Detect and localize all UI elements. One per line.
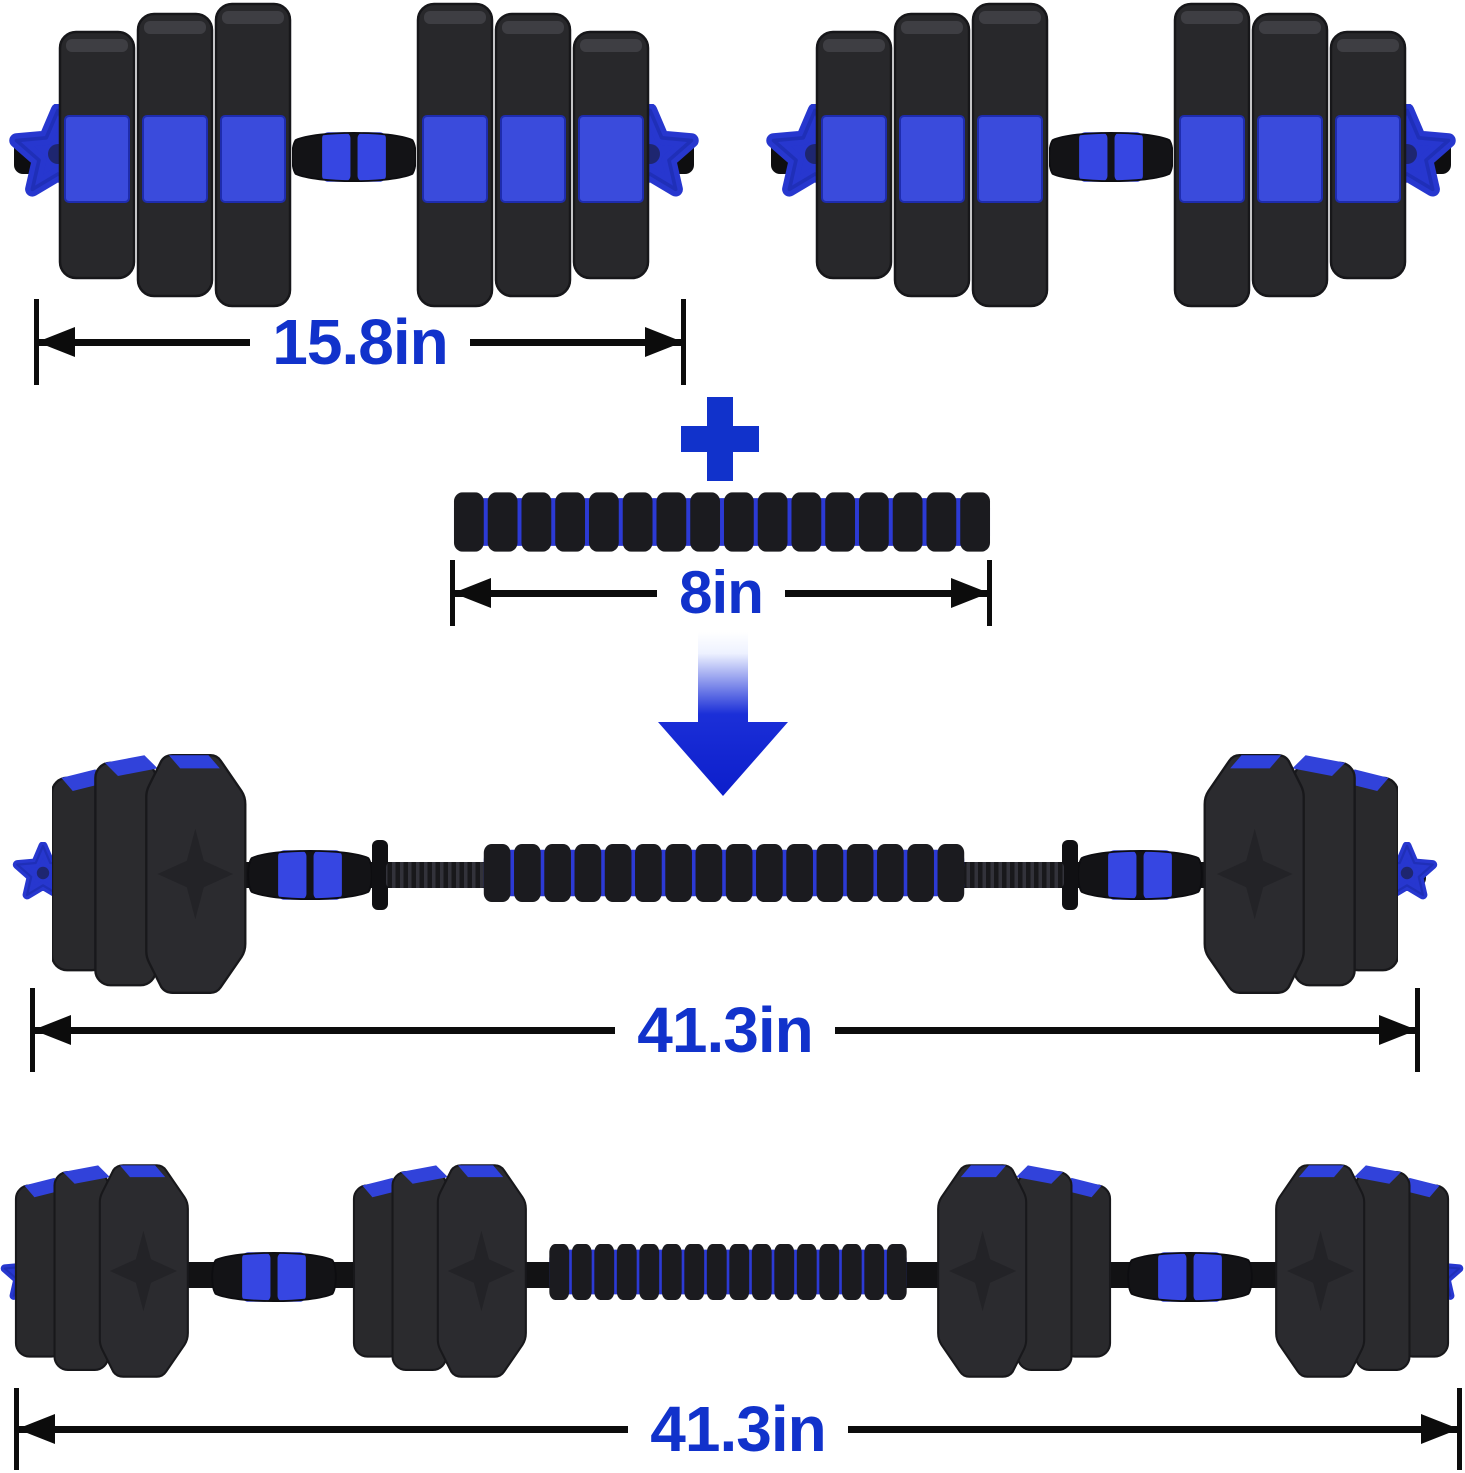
- plus-icon: [681, 397, 759, 481]
- dumbbell-right-figure: [765, 2, 1457, 308]
- dimension-label-dumbbell: 15.8in: [272, 306, 448, 378]
- dumbbell-left-figure: [8, 2, 700, 308]
- plus-horizontal-bar: [681, 426, 759, 452]
- dimension-arrow-left: [455, 589, 658, 597]
- dimension-endbar-right: [1457, 1388, 1462, 1470]
- dimension-arrow-left: [35, 1026, 616, 1034]
- barbell-left-half: [17, 753, 486, 995]
- dimension-connector-width: 8in: [450, 559, 993, 626]
- dimension-arrow-right: [847, 1425, 1457, 1433]
- dimension-arrow-right: [834, 1026, 1415, 1034]
- barbell2-left-half: [5, 1164, 527, 1378]
- dimension-label-barbell: 41.3in: [637, 994, 813, 1066]
- dimension-endbar-right: [681, 299, 686, 385]
- barbell-right-half: [964, 753, 1433, 995]
- dimension-endbar-right: [1415, 988, 1420, 1072]
- barbell-figure: [0, 753, 1465, 995]
- connector-bar-figure: [452, 492, 992, 552]
- dimension-label-connector: 8in: [679, 559, 764, 626]
- dimension-endbar-right: [987, 560, 993, 626]
- dimension-arrow-right: [784, 589, 988, 597]
- dimension-dumbbell-width: 15.8in: [34, 299, 686, 385]
- barbell-expanded-figure: [0, 1164, 1465, 1378]
- dimension-arrow-right: [469, 338, 681, 346]
- barbell2-right-half: [937, 1164, 1459, 1378]
- dimension-barbell-expanded-width: 41.3in: [14, 1388, 1462, 1470]
- dimension-barbell-width: 41.3in: [30, 988, 1420, 1072]
- arrow-down-icon: [658, 632, 788, 796]
- dimension-label-barbell-expanded: 41.3in: [650, 1393, 826, 1465]
- dimension-arrow-left: [39, 338, 251, 346]
- dimension-arrow-left: [19, 1425, 629, 1433]
